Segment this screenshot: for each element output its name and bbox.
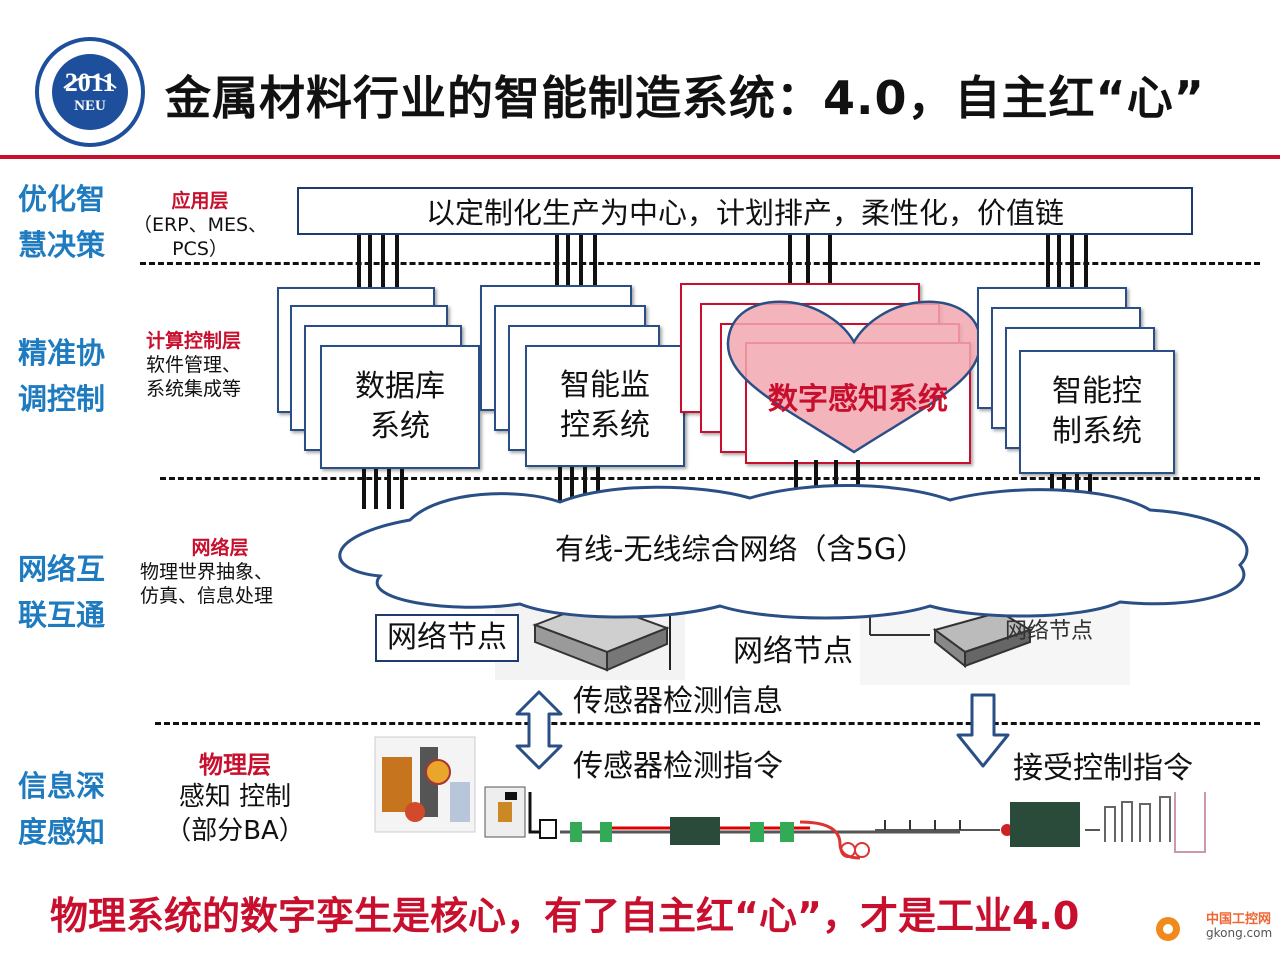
double-arrow-icon [515,690,563,770]
separator-2 [160,477,1260,480]
sensor-info-label: 传感器检测信息 [573,684,783,719]
logo: 2011 NEU [34,36,146,148]
compute-layer-desc: 计算控制层 软件管理、 系统集成等 [146,326,296,401]
separator-1 [140,262,1260,265]
physical-layer-desc: 物理层 感知 控制 （部分BA） [160,745,310,848]
network-node-small-label: 网络节点 [1005,619,1094,644]
title-divider [0,155,1280,159]
network-node-label-center: 网络节点 [733,634,853,669]
separator-3 [155,722,1260,725]
layer-label-decision: 优化智慧决策 [18,182,106,262]
layer-label-sensing: 信息深度感知 [18,769,106,849]
compute-layer-title: 计算控制层 [146,330,242,352]
network-layer-desc: 网络层 物理世界抽象、 仿真、信息处理 [140,533,300,608]
production-line-image [374,736,1206,860]
physical-layer-title: 物理层 [199,751,271,779]
watermark-line2: gkong.com [1206,926,1273,940]
app-layer-desc: 应用层 （ERP、MES、 PCS） [130,186,270,261]
footer-statement: 物理系统的数字孪生是核心，有了自主红“心”，才是工业4.0 [50,894,1080,938]
cloud-icon [338,483,1249,620]
layer-label-network: 网络互联互通 [18,552,106,632]
page-title: 金属材料行业的智能制造系统：4.0，自主红“心” [165,71,1205,125]
logo-sub: NEU [74,98,106,114]
watermark-line1: 中国工控网 [1206,912,1272,927]
cloud-label: 有线-无线综合网络（含5G） [555,532,926,566]
network-layer-title: 网络层 [191,537,249,559]
neu-seal-icon [35,37,145,147]
control-cmd-label: 接受控制指令 [1013,751,1193,786]
digital-perception-label: 数字感知系统 [768,382,948,417]
network-node-label-boxed: 网络节点 [375,614,519,662]
sensor-cmd-label: 传感器检测指令 [573,749,783,784]
down-arrow-icon [956,693,1010,768]
logo-text: 2011 [64,68,116,97]
heart-icon [726,300,982,454]
watermark: 中国工控网 gkong.com [1150,903,1275,948]
layer-label-control: 精准协调控制 [18,336,106,416]
gear-icon [1156,917,1180,941]
app-layer-title: 应用层 [171,190,229,212]
application-box: 以定制化生产为中心，计划排产，柔性化，价值链 [297,187,1193,235]
